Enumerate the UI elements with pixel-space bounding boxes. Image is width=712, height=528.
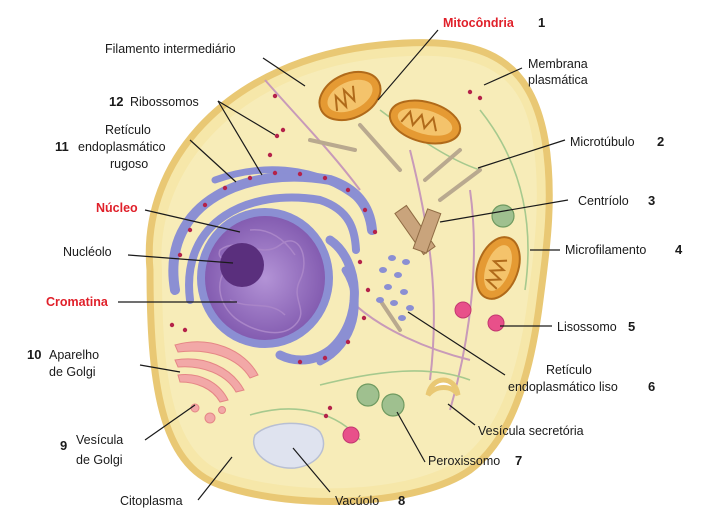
label-vesicula-golgi-line1: Vesícula <box>76 433 123 447</box>
secretory-vesicle <box>425 377 461 397</box>
label-re-rugoso-line3: rugoso <box>110 157 148 171</box>
label-aparelho-golgi-line1: Aparelho <box>49 348 99 362</box>
mitochondrion <box>388 99 462 145</box>
number-vesicula-golgi: 9 <box>60 438 67 453</box>
label-ribossomos: Ribossomos <box>130 95 199 109</box>
centriole <box>394 204 442 256</box>
label-membrana-line1: Membrana <box>528 57 588 71</box>
label-lisossomo: Lisossomo <box>557 320 617 334</box>
label-filamento-intermediario: Filamento intermediário <box>105 42 236 56</box>
label-re-rugoso-line1: Retículo <box>105 123 151 137</box>
nucleus <box>197 208 333 348</box>
label-mitocondria: Mitocôndria <box>443 16 515 30</box>
number-mitocondria: 1 <box>538 15 545 30</box>
label-vesicula-secretoria: Vesícula secretória <box>478 424 584 438</box>
number-centriolo: 3 <box>648 193 655 208</box>
label-membrana-line2: plasmática <box>528 73 588 87</box>
number-microfilamento: 4 <box>675 242 683 257</box>
number-re-rugoso: 11 <box>55 139 69 154</box>
number-lisossomo: 5 <box>628 319 635 334</box>
label-centriolo: Centríolo <box>578 194 629 208</box>
vacuole <box>252 422 325 469</box>
microtubules <box>308 123 482 332</box>
label-re-liso-line1: Retículo <box>546 363 592 377</box>
label-nucleo: Núcleo <box>96 201 138 215</box>
number-peroxissomo: 7 <box>515 453 522 468</box>
label-re-liso-line2: endoplasmático liso <box>508 380 618 394</box>
nucleolus <box>220 243 264 287</box>
label-citoplasma: Citoplasma <box>120 494 183 508</box>
lysosomes <box>342 301 505 444</box>
label-aparelho-golgi-line2: de Golgi <box>49 365 96 379</box>
number-aparelho-golgi: 10 <box>27 347 41 362</box>
mitochondrion <box>318 70 382 122</box>
label-microtubulo: Microtúbulo <box>570 135 635 149</box>
label-nucleolo: Nucléolo <box>63 245 112 259</box>
label-vacuolo: Vacúolo <box>335 494 379 508</box>
number-ribossomos: 12 <box>109 94 123 109</box>
number-re-liso: 6 <box>648 379 655 394</box>
leader-lines <box>118 29 569 501</box>
number-vacuolo: 8 <box>398 493 405 508</box>
number-microtubulo: 2 <box>657 134 664 149</box>
mitochondrion <box>475 236 521 300</box>
golgi-apparatus <box>174 341 259 424</box>
rough-er <box>168 166 377 366</box>
smooth-er <box>376 255 414 321</box>
label-peroxissomo: Peroxissomo <box>428 454 500 468</box>
label-cromatina: Cromatina <box>46 295 109 309</box>
ribosomes <box>169 89 483 419</box>
label-microfilamento: Microfilamento <box>565 243 646 257</box>
label-re-rugoso-line2: endoplasmático <box>78 140 166 154</box>
label-vesicula-golgi-line2: de Golgi <box>76 453 123 467</box>
